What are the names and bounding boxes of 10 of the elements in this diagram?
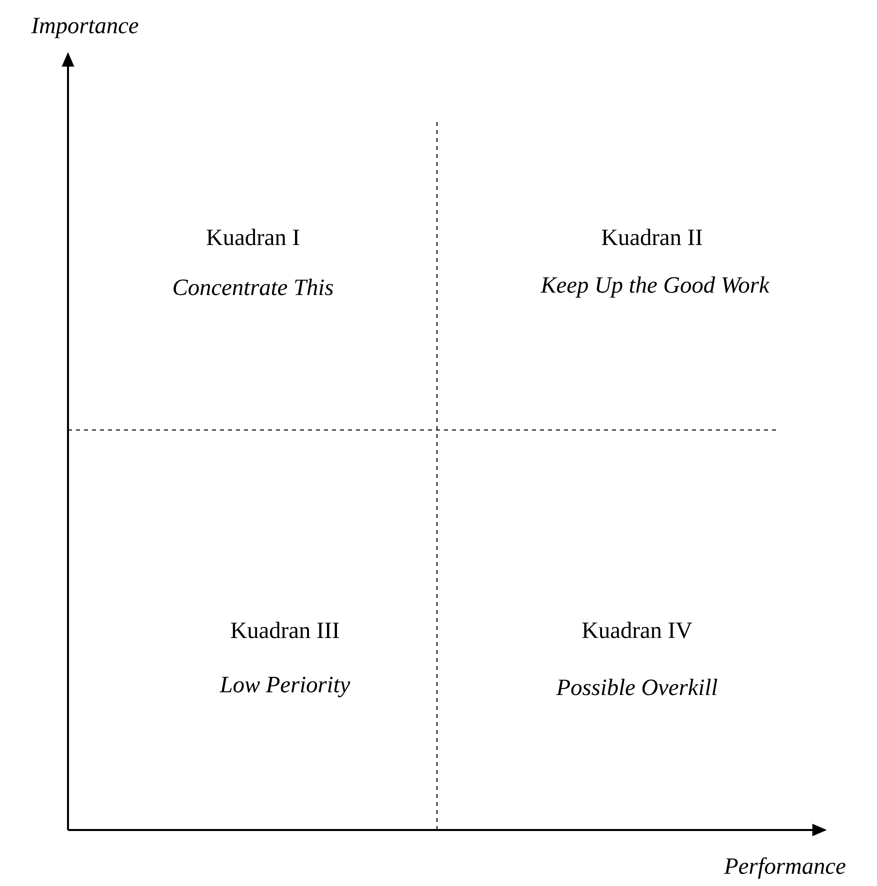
quadrant-label: Kuadran I — [206, 228, 300, 246]
axis-title: Performance — [724, 857, 846, 879]
quadrant-description: Possible Overkill — [556, 678, 718, 696]
quadrant-description: Keep Up the Good Work — [540, 276, 770, 298]
quadrant-description: Concentrate This — [174, 278, 333, 296]
quadrant-label: Kuadran II — [602, 228, 702, 246]
quadrant-description: Low Periority — [220, 676, 350, 698]
quadrant-label: Kuadran III — [230, 622, 339, 638]
axis-title: Importance — [31, 18, 138, 38]
quadrant-label: Kuadran IV — [582, 622, 692, 638]
